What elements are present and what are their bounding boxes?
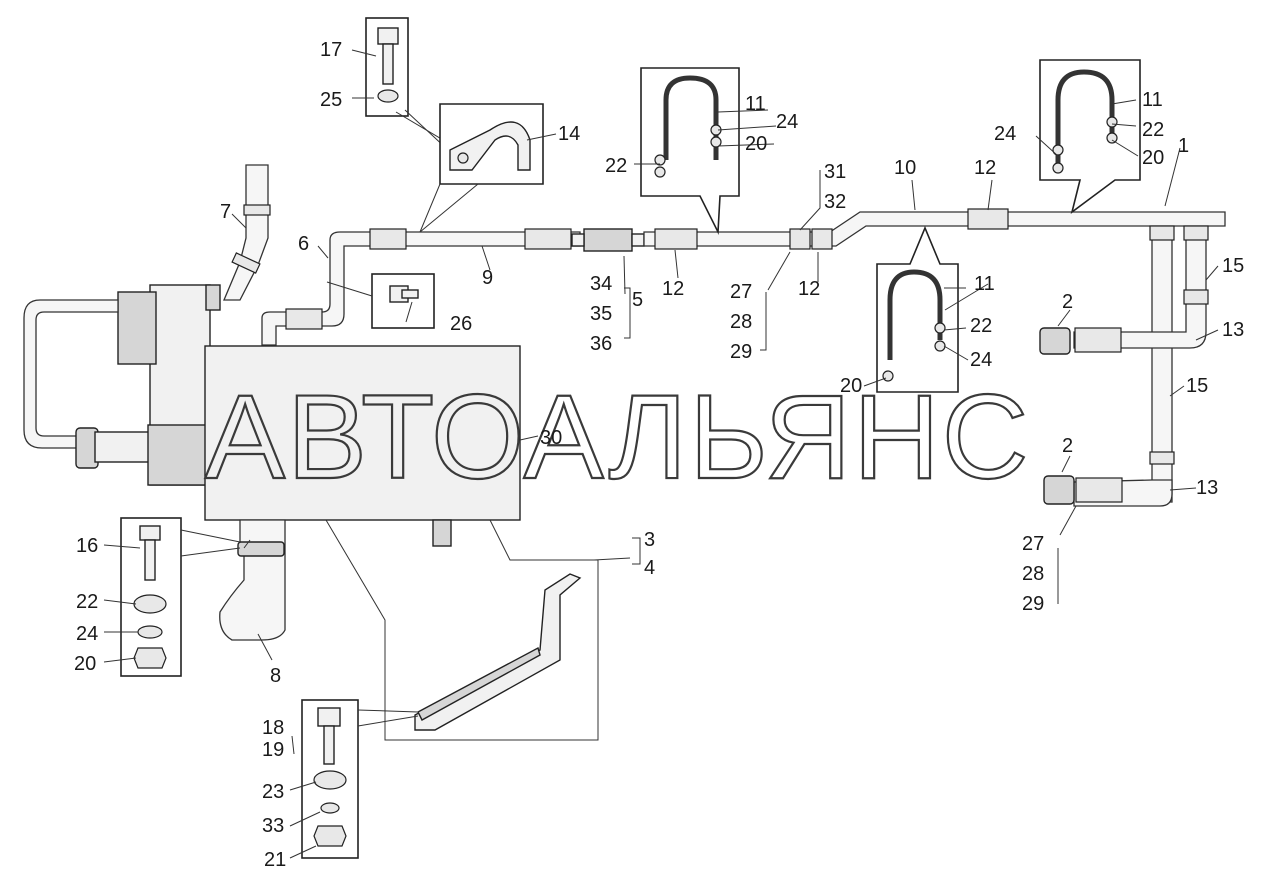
- cap-2a: [1039, 327, 1071, 355]
- label-20: 20: [840, 375, 862, 397]
- label-2: 2: [1062, 291, 1073, 313]
- main-pipe: [261, 208, 1226, 346]
- label-8: 8: [270, 665, 281, 687]
- label-34: 34: [590, 273, 612, 295]
- label-12: 12: [974, 157, 996, 179]
- label-20: 20: [1142, 147, 1164, 169]
- label-5: 5: [632, 289, 643, 311]
- label-28: 28: [730, 311, 752, 333]
- callout-plug-26: [326, 273, 435, 329]
- label-29: 29: [1022, 593, 1044, 615]
- connector-5: [583, 228, 633, 252]
- tank-body: [204, 345, 521, 521]
- part-labels: 1 2 2 3 4 5 6 7 8 9 10 11 11 11 12 12 12…: [74, 39, 1244, 871]
- leader-lines: [103, 49, 1219, 859]
- label-7: 7: [220, 201, 231, 223]
- label-12: 12: [798, 278, 820, 300]
- label-3: 3: [644, 529, 655, 551]
- label-24: 24: [776, 111, 798, 133]
- callout-ubolt-c: [876, 225, 959, 393]
- callout-bolt-16: [120, 517, 241, 677]
- label-24: 24: [970, 349, 992, 371]
- callout-clamp-14: [419, 103, 544, 233]
- callout-bolt-17: [365, 17, 461, 151]
- label-28: 28: [1022, 563, 1044, 585]
- callout-ubolt-a: [640, 67, 740, 236]
- label-10: 10: [894, 157, 916, 179]
- label-1: 1: [1178, 135, 1189, 157]
- fuel-tank: [23, 284, 521, 641]
- label-27: 27: [1022, 533, 1044, 555]
- callout-ubolt-b: [1039, 59, 1141, 214]
- label-36: 36: [590, 333, 612, 355]
- pipe-7: [223, 164, 271, 301]
- label-11: 11: [1142, 89, 1163, 111]
- label-32: 32: [824, 191, 846, 213]
- callout-bolt-18: [301, 699, 419, 859]
- label-17: 17: [320, 39, 342, 61]
- label-33: 33: [262, 815, 284, 837]
- label-9: 9: [482, 267, 493, 289]
- label-22: 22: [605, 155, 627, 177]
- label-22: 22: [76, 591, 98, 613]
- label-35: 35: [590, 303, 612, 325]
- label-31: 31: [824, 161, 846, 183]
- label-6: 6: [298, 233, 309, 255]
- right-pipes: [1039, 225, 1209, 507]
- label-4: 4: [644, 557, 655, 579]
- label-24: 24: [76, 623, 98, 645]
- label-21: 21: [264, 849, 286, 871]
- label-29: 29: [730, 341, 752, 363]
- drain-elbow: [219, 519, 286, 641]
- label-30: 30: [540, 427, 562, 449]
- label-22: 22: [1142, 119, 1164, 141]
- label-12: 12: [662, 278, 684, 300]
- label-22: 22: [970, 315, 992, 337]
- label-23: 23: [262, 781, 284, 803]
- label-2: 2: [1062, 435, 1073, 457]
- label-25: 25: [320, 89, 342, 111]
- label-20: 20: [745, 133, 767, 155]
- label-11: 11: [974, 273, 995, 295]
- label-26: 26: [450, 313, 472, 335]
- label-11: 11: [745, 93, 766, 115]
- label-18: 18: [262, 717, 284, 739]
- watermark: АВТОАЛЬЯНС: [205, 370, 1030, 504]
- label-15: 15: [1186, 375, 1208, 397]
- filter-body: [117, 291, 157, 365]
- cap-2b: [1043, 475, 1075, 505]
- label-20: 20: [74, 653, 96, 675]
- label-16: 16: [76, 535, 98, 557]
- label-27: 27: [730, 281, 752, 303]
- label-14: 14: [558, 123, 580, 145]
- label-15: 15: [1222, 255, 1244, 277]
- label-19: 19: [262, 739, 284, 761]
- label-13: 13: [1222, 319, 1244, 341]
- support-bracket: [325, 519, 599, 741]
- return-hose: [23, 299, 119, 449]
- label-24: 24: [994, 123, 1016, 145]
- label-13: 13: [1196, 477, 1218, 499]
